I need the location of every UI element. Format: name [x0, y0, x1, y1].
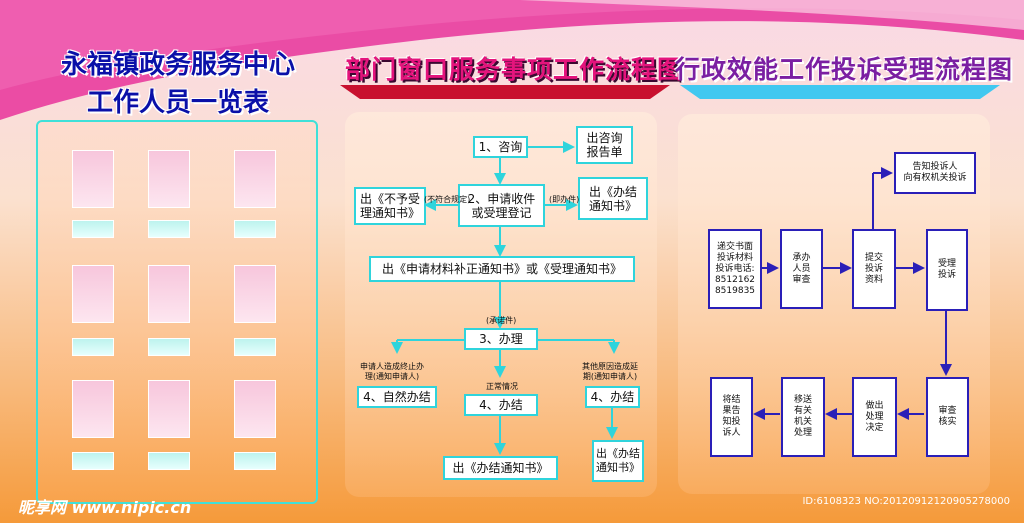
staff-photo [72, 265, 114, 323]
transfer-box: 移送 有关 机关 处理 [781, 377, 825, 457]
site-watermark: 昵享网 www.nipic.cn [18, 498, 192, 517]
staff-photo [148, 150, 190, 208]
step-natural-finish: 4、自然办结 [357, 386, 437, 408]
staff-nameplate [148, 220, 190, 238]
step-finish-normal: 4、办结 [464, 394, 538, 416]
staff-nameplate [234, 220, 276, 238]
supplement-notice-box: 出《申请材料补正通知书》或《受理通知书》 [369, 256, 635, 282]
staff-review-box: 承办 人员 审查 [780, 229, 823, 309]
finish-notice-delayed-box: 出《办结 通知书》 [592, 440, 644, 482]
title-ribbon-middle [340, 85, 670, 99]
staff-nameplate [72, 220, 114, 238]
condition-terminated: 申请人造成终止办 理(通知申请人) [360, 362, 424, 381]
staff-nameplate [234, 452, 276, 470]
staff-nameplate [148, 452, 190, 470]
step-finish-delayed: 4、办结 [585, 386, 640, 408]
instant-note: (即办件) [549, 195, 580, 204]
accept-complaint-box: 受理 投诉 [926, 229, 968, 311]
submit-materials-box: 提交 投诉 资料 [852, 229, 896, 309]
staff-photo [148, 265, 190, 323]
finish-notice-normal-box: 出《办结通知书》 [443, 456, 558, 480]
step-handle: 3、办理 [464, 328, 538, 350]
step-consult: 1、咨询 [473, 136, 528, 158]
submit-complaint-box: 递交书面 投诉材料 投诉电话: 8512162 8519835 [708, 229, 762, 309]
not-meet-note: (不符合规定) [424, 195, 471, 204]
complaint-flow-title: 行政效能工作投诉受理流程图 [675, 55, 1014, 84]
department-flow-title: 部门窗口服务事项工作流程图 [345, 55, 684, 84]
staff-list-title-line1: 永福镇政务服务中心 [60, 50, 295, 80]
finish-notice-top-box: 出《办结 通知书》 [578, 177, 648, 220]
notify-result-box: 将结 果告 知投 诉人 [710, 377, 753, 457]
condition-delayed: 其他原因造成延 期(通知申请人) [582, 362, 638, 381]
staff-photo [72, 380, 114, 438]
staff-photo [148, 380, 190, 438]
image-id-watermark: ID:6108323 NO:20120912120905278000 [802, 496, 1010, 507]
staff-nameplate [72, 338, 114, 356]
staff-list-title-line2: 工作人员一览表 [86, 88, 269, 118]
staff-photo-board [36, 120, 318, 504]
promise-note: (承诺件) [486, 316, 517, 325]
decision-box: 做出 处理 决定 [852, 377, 897, 457]
condition-normal: 正常情况 [486, 382, 518, 391]
consult-report-box: 出咨询 报告单 [576, 126, 633, 164]
staff-photo [234, 150, 276, 208]
decorative-swoosh [0, 0, 1024, 120]
title-ribbon-right [680, 85, 1000, 99]
staff-nameplate [234, 338, 276, 356]
staff-photo [234, 380, 276, 438]
staff-nameplate [148, 338, 190, 356]
not-accept-notice-box: 出《不予受 理通知书》 [354, 187, 426, 225]
staff-photo [234, 265, 276, 323]
staff-list-title: 永福镇政务服务中心 工作人员一览表 [18, 46, 338, 122]
staff-photo [72, 150, 114, 208]
staff-nameplate [72, 452, 114, 470]
verify-box: 审查 核实 [926, 377, 969, 457]
inform-complainant-box: 告知投诉人 向有权机关投诉 [894, 152, 976, 194]
step-apply: 2、申请收件 或受理登记 [458, 184, 545, 227]
